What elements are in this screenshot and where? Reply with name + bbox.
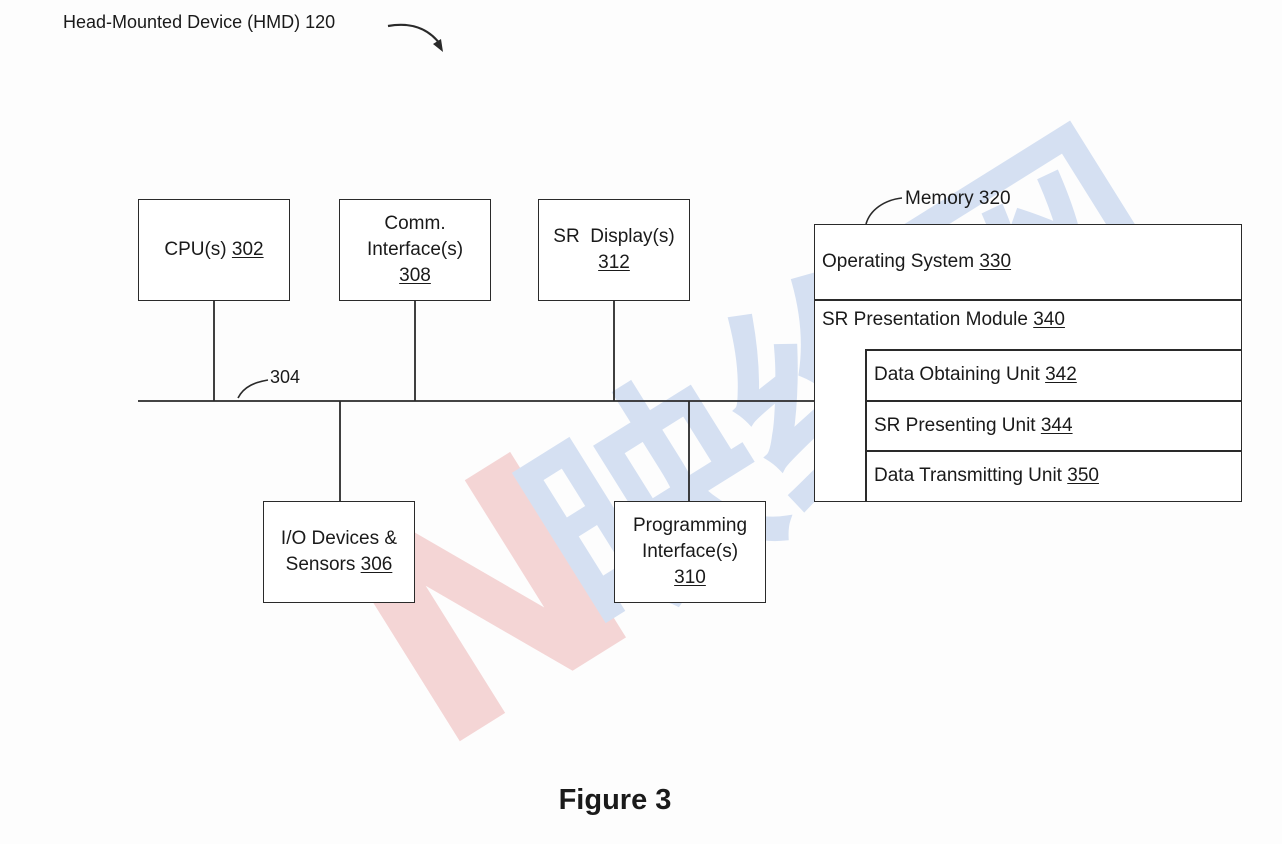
unit-2-label: SR Presenting Unit <box>874 414 1041 436</box>
comm-number: 308 <box>399 265 431 286</box>
cpu-label: CPU(s) <box>164 239 232 260</box>
unit-1-number: 342 <box>1045 364 1077 385</box>
io-devices-box: I/O Devices & Sensors 306 <box>263 501 415 603</box>
memory-divider-unit-2 <box>866 450 1242 452</box>
memory-divider-module <box>866 349 1242 351</box>
comm-line1: Comm. <box>384 213 446 234</box>
io-number: 306 <box>360 554 393 575</box>
display-number: 312 <box>598 252 630 273</box>
operating-system-row: Operating System 330 <box>822 224 1011 300</box>
unit-3-number: 350 <box>1067 465 1099 486</box>
memory-divider-unit-1 <box>866 400 1242 402</box>
comm-line2: Interface(s) <box>366 239 464 260</box>
io-line1: I/O Devices & <box>280 528 398 549</box>
io-line2: Sensors <box>285 554 361 575</box>
module-label: SR Presentation Module <box>822 309 1034 330</box>
memory-label: Memory 320 <box>905 188 1011 209</box>
prog-line2: Interface(s) <box>641 541 739 562</box>
unit-2-number: 344 <box>1040 414 1073 436</box>
os-number: 330 <box>979 251 1012 272</box>
display-line1: SR Display(s) <box>553 226 675 247</box>
figure-title: Figure 3 <box>558 784 672 816</box>
sr-display-box: SR Display(s) 312 <box>538 199 690 301</box>
programming-interface-box: Programming Interface(s) 310 <box>614 501 766 603</box>
data-transmitting-unit-row: Data Transmitting Unit 350 <box>874 451 1099 501</box>
prog-number: 310 <box>674 567 706 588</box>
unit-1-label: Data Obtaining Unit <box>874 364 1046 385</box>
cpu-number: 302 <box>231 239 264 260</box>
device-label: Head-Mounted Device (HMD) 120 <box>63 12 336 32</box>
bus-label: 304 <box>270 367 301 387</box>
os-label: Operating System <box>822 251 980 272</box>
memory-block <box>814 224 1242 502</box>
prog-line1: Programming <box>632 515 748 536</box>
memory-units-indent <box>865 349 867 501</box>
data-obtaining-unit-row: Data Obtaining Unit 342 <box>874 350 1077 400</box>
module-number: 340 <box>1033 309 1065 330</box>
sr-presentation-module-row: SR Presentation Module 340 <box>822 300 1065 340</box>
sr-presenting-unit-row: SR Presenting Unit 344 <box>874 401 1073 450</box>
comm-interface-box: Comm. Interface(s) 308 <box>339 199 491 301</box>
cpu-box: CPU(s) 302 <box>138 199 290 301</box>
memory-divider-os <box>814 299 1242 301</box>
unit-3-label: Data Transmitting Unit <box>874 465 1068 486</box>
